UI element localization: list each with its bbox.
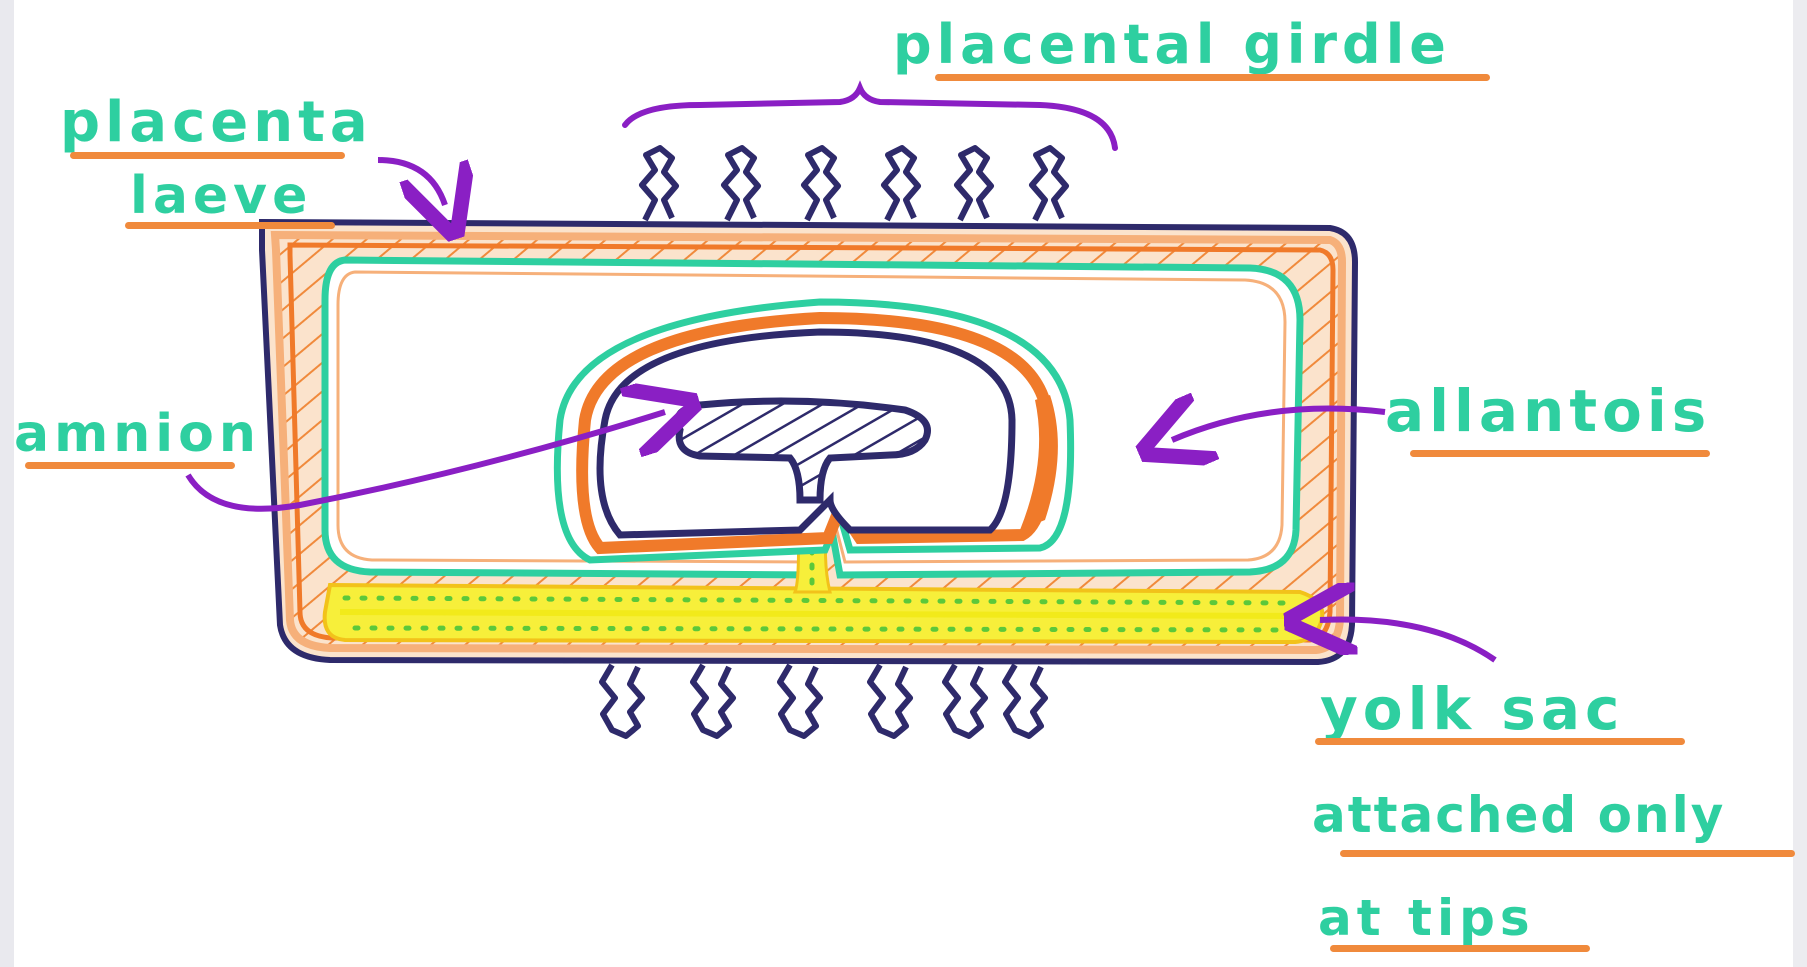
label-yolk-sac-1: yolk sac [1320, 680, 1624, 738]
label-yolk-sac-3: at tips [1318, 893, 1535, 943]
underline-laeve [125, 222, 335, 229]
label-amnion: amnion [14, 408, 261, 460]
girdle-bracket [625, 88, 1115, 148]
villi-bottom [602, 665, 1045, 736]
underline-attached [1340, 850, 1795, 857]
villi-top [642, 148, 1066, 220]
label-allantois: allantois [1385, 382, 1711, 440]
paper-right-edge [1793, 0, 1807, 967]
underline-at-tips [1330, 945, 1590, 952]
underline-placental-girdle [935, 74, 1490, 81]
label-placenta-laeve-1: placenta [60, 95, 373, 151]
placenta-laeve-arrow [378, 160, 445, 205]
label-yolk-sac-2: attached only [1312, 790, 1725, 840]
underline-allantois [1410, 450, 1710, 457]
paper-left-edge [0, 0, 14, 967]
yolk-sac [325, 585, 1323, 642]
label-placenta-laeve-2: laeve [130, 170, 312, 222]
label-placental-girdle: placental girdle [893, 18, 1451, 72]
underline-yolk-sac [1315, 738, 1685, 745]
underline-amnion [25, 462, 235, 469]
underline-placenta [70, 152, 345, 159]
